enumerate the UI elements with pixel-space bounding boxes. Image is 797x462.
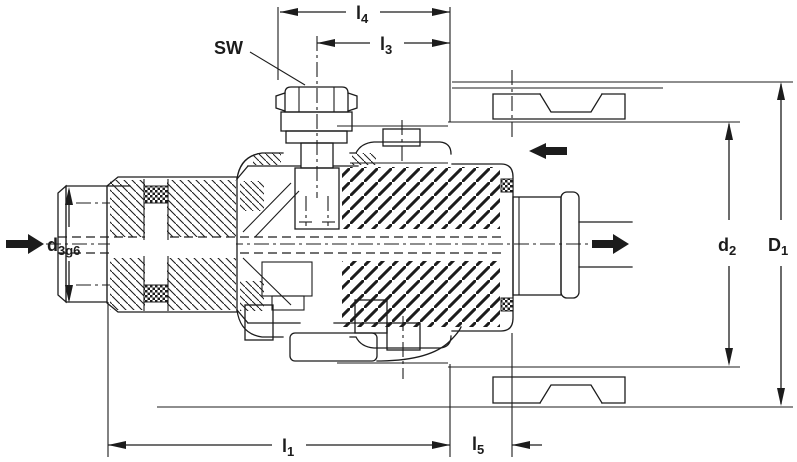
flow-arrow-left-inlet: [6, 234, 44, 254]
flow-arrow-right-outlet: [592, 234, 629, 254]
sleeve-seal-bottom: [500, 297, 514, 312]
label-l5: l5: [472, 434, 484, 457]
valve-body: [236, 125, 500, 364]
seal-ring-bottom: [143, 284, 169, 303]
label-l1: l1: [282, 436, 294, 459]
seal-ring-top: [143, 185, 169, 204]
dimension-l4: l4: [280, 3, 450, 26]
dimension-l5: l5: [472, 434, 542, 457]
label-sw: SW: [214, 38, 243, 58]
clamp-bracket-top: [452, 81, 793, 120]
dimension-l3: l3: [317, 34, 450, 57]
dimension-d2: d2: [718, 122, 736, 366]
flow-arrow-return: [529, 143, 567, 159]
dimension-d3g6: d3g6: [47, 187, 80, 303]
union-nut: [106, 176, 238, 313]
hex-plug: [275, 86, 358, 230]
label-d2: d2: [718, 235, 736, 258]
flow-arrows: [6, 143, 629, 254]
dimension-l1: l1: [108, 436, 450, 459]
dimension-sw: SW: [214, 38, 306, 86]
label-l3: l3: [380, 34, 392, 57]
top-port-boss: [382, 128, 421, 147]
sleeve-seal-top: [500, 178, 514, 193]
right-stem: [512, 191, 633, 299]
label-l4: l4: [356, 3, 369, 26]
clamp-bracket-bottom: [157, 366, 793, 408]
label-d3g6: d3g6: [47, 235, 80, 258]
dimensions: l4 l3 SW d3g6 d2: [47, 3, 788, 459]
dimension-D1: D1: [768, 82, 788, 406]
label-D1: D1: [768, 235, 788, 258]
